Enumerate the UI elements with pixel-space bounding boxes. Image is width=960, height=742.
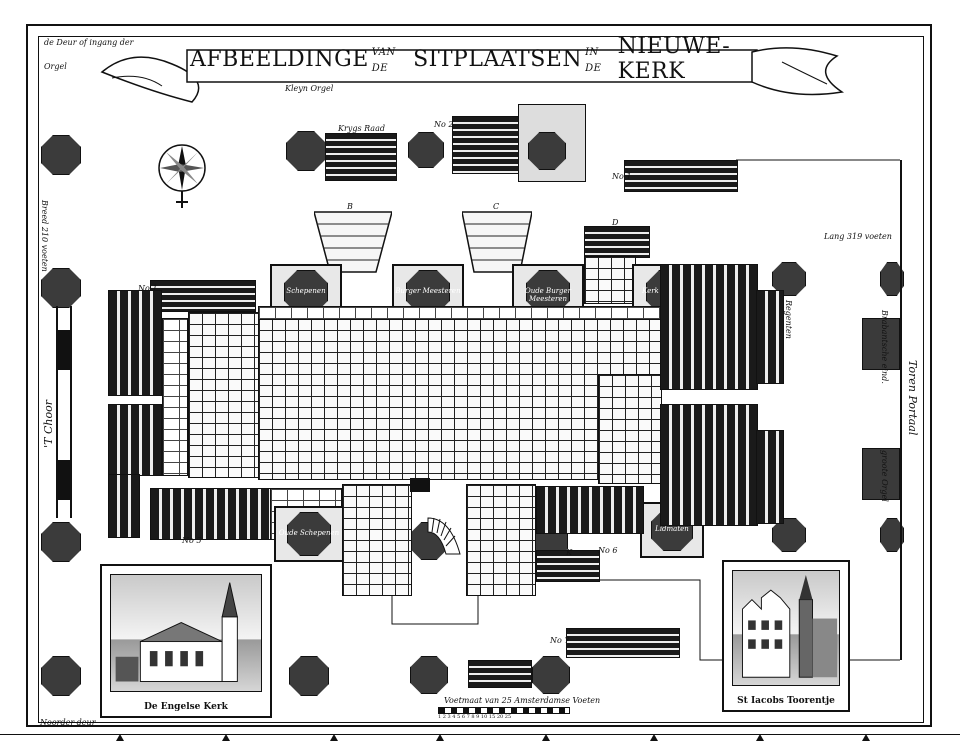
pew-label: Schepenen: [286, 286, 326, 295]
pillar-icon: [410, 656, 448, 694]
title-part: van de: [371, 43, 396, 75]
pulpit-stairs: [410, 478, 461, 555]
kleyn-orgel-label: Kleyn Orgel: [285, 84, 334, 93]
number-label: No 1: [612, 172, 632, 181]
page-title: AFBEELDINGE van de SITPLAATSEN in de NIE…: [190, 34, 770, 84]
seat-row: [258, 306, 662, 320]
tick-icon: [756, 734, 764, 741]
map-inner-frame: [38, 36, 924, 723]
title-part: in de: [585, 43, 602, 75]
portal-pillar: [862, 318, 900, 370]
pillar-icon: [532, 656, 570, 694]
seat-block-b: [314, 211, 392, 273]
tick-icon: [330, 734, 338, 741]
number-label: No 2: [434, 120, 454, 129]
pillar-icon: [41, 522, 81, 562]
tick-icon: [436, 734, 444, 741]
map-frame: [26, 24, 932, 727]
tick-icon: [862, 734, 870, 741]
pillar-icon: [41, 135, 81, 175]
pew-block: [108, 290, 162, 396]
seat-grid: [342, 484, 412, 596]
seat-grid: [598, 374, 662, 484]
pew-block: [584, 226, 650, 258]
breed-label: Breed 210 voeten: [40, 200, 49, 272]
seat-grid: [466, 484, 536, 596]
pew-block: [624, 160, 738, 192]
choir-pillar: [58, 460, 70, 500]
number-label: No 6: [598, 546, 618, 555]
engraving-engelse-kerk: De Engelse Kerk: [100, 564, 272, 718]
regenten-label: Regenten: [784, 300, 793, 339]
title-ribbon: [100, 47, 845, 103]
pew-block: [566, 628, 680, 658]
choir-pillar: [58, 330, 70, 370]
title-part: AFBEELDINGE: [190, 46, 369, 72]
number-label: No 7: [550, 636, 570, 645]
pew-block: [756, 290, 784, 384]
door-label: de Deur of ingang der: [44, 38, 134, 47]
main-seat-grid: [258, 318, 662, 480]
pillar-icon: [41, 656, 81, 696]
orgel-label: Orgel: [44, 62, 67, 71]
noorder-deur-label: Noorder deur: [40, 718, 96, 727]
pew-block: [452, 116, 520, 174]
church-illustration: [110, 574, 262, 692]
engraving-caption: St Iacobs Toorentje: [737, 696, 835, 706]
toren-portaal-label: Toren Portaal: [906, 360, 919, 436]
pew-block: [150, 280, 256, 312]
seat-grid: [188, 312, 260, 478]
pillar-icon: [289, 656, 329, 696]
pew-block: [468, 660, 532, 688]
pew-block: [108, 474, 140, 538]
tower-illustration: [732, 570, 840, 686]
compass-rose-icon: [158, 144, 206, 208]
tick-icon: [650, 734, 658, 741]
number-label: No 1: [138, 284, 158, 293]
brabantsche-label: Brabantsche eind.: [880, 310, 889, 384]
choir-wall: [56, 306, 72, 518]
lang-label: Lang 319 voeten: [824, 232, 892, 241]
choor-label: 'T Choor: [42, 400, 55, 448]
pew-block: [108, 404, 162, 476]
scale-bar: [438, 707, 570, 714]
seat-grid: [162, 318, 188, 476]
pew-block: [536, 486, 644, 534]
letter-label: B: [347, 202, 353, 211]
scale-numbers: 1 2 3 4 5 6 7 8 9 10 15 20 25: [438, 714, 512, 720]
tick-icon: [116, 734, 124, 741]
krygs-raad-label: Krygs Raad: [338, 124, 385, 133]
pew-block: [150, 488, 272, 540]
magistrate-pew: Oude Schepenen: [274, 506, 344, 562]
pew-label: Burger Meesteren: [395, 286, 461, 295]
pillar-icon: [41, 268, 81, 308]
pew-block: [756, 430, 784, 524]
portal-pillar: [862, 448, 900, 500]
pew-label: Oude Burger Meesteren: [524, 286, 572, 303]
pillar-icon: [286, 131, 326, 171]
pew-label: Lidmaten: [655, 524, 689, 533]
pew-block: [660, 264, 758, 390]
pew-block: [325, 133, 397, 181]
pew-block: [660, 404, 758, 526]
engraving-caption: De Engelse Kerk: [144, 702, 228, 712]
letter-label: D: [612, 218, 619, 227]
scale-caption: Voetmaat van 25 Amsterdamse Voeten: [444, 696, 601, 705]
pillar-icon: [408, 132, 444, 168]
letter-label: K: [566, 548, 572, 557]
groote-orgel-label: groote Orgel: [880, 450, 889, 502]
pew-block: [536, 550, 600, 582]
seat-block-d: [584, 256, 636, 304]
title-part: NIEUWE-KERK: [617, 34, 731, 84]
tick-icon: [222, 734, 230, 741]
letter-label: C: [493, 202, 500, 211]
pillar-icon: [528, 132, 566, 170]
number-label: No 5: [182, 536, 202, 545]
pew-label: Oude Schepenen: [278, 528, 340, 537]
tick-icon: [542, 734, 550, 741]
title-part: SITPLAATSEN: [413, 46, 583, 72]
engraving-jacobs-toorentje: St Iacobs Toorentje: [722, 560, 850, 712]
bottom-rule: [0, 734, 960, 735]
portal-wall: [900, 160, 902, 660]
